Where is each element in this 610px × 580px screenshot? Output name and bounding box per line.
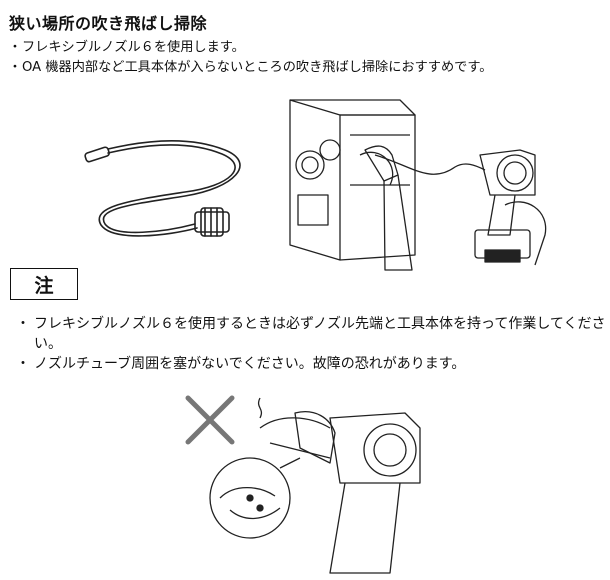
prohibited-x-icon [185, 395, 235, 445]
caution-text: フレキシブルノズル６を使用するときは必ずノズル先端と工具本体を持って作業してくだ… [34, 316, 606, 352]
bullet-mark: ・ [8, 40, 22, 55]
usage-bullet-list: ・ フレキシブルノズル６を使用します。 ・ OA 機器内部など工具本体が入らない… [8, 38, 603, 78]
bullet-mark: ・ [16, 316, 30, 332]
bullet-text: OA 機器内部など工具本体が入らないところの吹き飛ばし掃除におすすめです。 [22, 60, 493, 75]
section-title: 狭い場所の吹き飛ばし掃除 [9, 14, 208, 33]
prohibited-usage-illustration [185, 395, 421, 574]
caution-label: 注 [10, 268, 78, 300]
caution-list: ・ フレキシブルノズル６を使用するときは必ずノズル先端と工具本体を持って作業して… [12, 314, 607, 374]
pc-cleaning-illustration [289, 99, 547, 271]
bullet-item: ・ OA 機器内部など工具本体が入らないところの吹き飛ばし掃除におすすめです。 [8, 58, 603, 78]
caution-item: ・ ノズルチューブ周囲を塞がないでください。故障の恐れがあります。 [12, 354, 607, 374]
caution-text: ノズルチューブ周囲を塞がないでください。故障の恐れがあります。 [34, 356, 466, 372]
bullet-text: フレキシブルノズル６を使用します。 [22, 40, 245, 55]
flexible-nozzle-illustration [84, 140, 241, 237]
bullet-mark: ・ [16, 356, 30, 372]
caution-item: ・ フレキシブルノズル６を使用するときは必ずノズル先端と工具本体を持って作業して… [12, 314, 607, 354]
bullet-item: ・ フレキシブルノズル６を使用します。 [8, 38, 603, 58]
bullet-mark: ・ [8, 60, 22, 75]
